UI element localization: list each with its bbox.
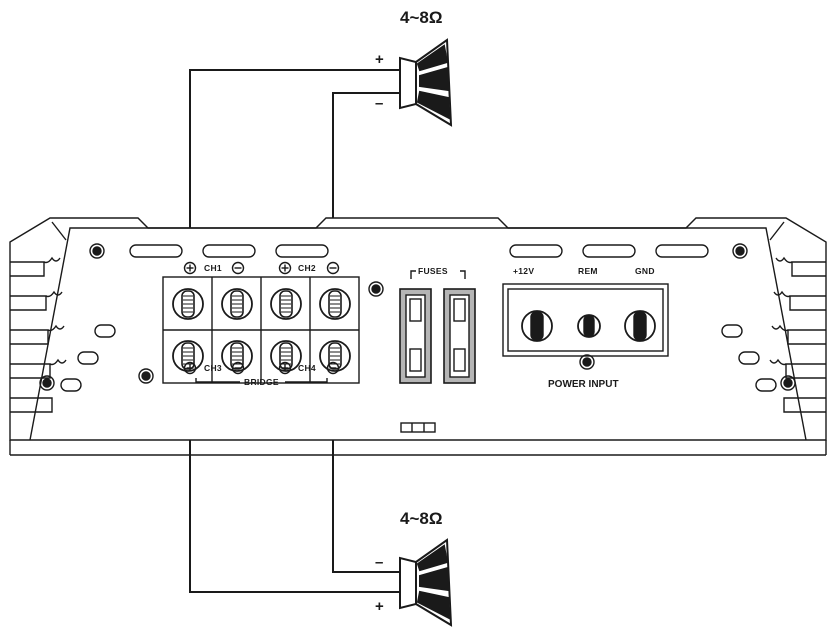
plus12v-label: +12V (513, 266, 534, 276)
speaker-top-impedance: 4~8Ω (400, 8, 442, 27)
rem-label: REM (578, 266, 598, 276)
bridge-bracket (195, 378, 328, 383)
heatsink-fins-right (769, 256, 826, 413)
screw-icon (39, 375, 55, 391)
terminal-screw-icon (172, 288, 204, 320)
bridge-label: BRIDGE (244, 377, 279, 387)
screw-icon (780, 375, 796, 391)
plus-terminal-icon (183, 261, 197, 275)
fuse-icon (443, 288, 476, 384)
gnd-label: GND (635, 266, 655, 276)
speaker-bottom-plus-label: + (375, 598, 384, 615)
ch4-label: CH4 (298, 363, 316, 373)
minus-terminal-icon (231, 261, 245, 275)
terminal-screw-icon (319, 288, 351, 320)
speaker-bottom-minus-label: – (375, 554, 383, 571)
minus-terminal-icon (326, 261, 340, 275)
speaker-top-minus-label: – (375, 95, 383, 112)
power-plus12v-screw-icon (521, 310, 553, 342)
ch3-label: CH3 (204, 363, 222, 373)
minus-terminal-icon (231, 361, 245, 375)
speaker-bottom-impedance: 4~8Ω (400, 509, 442, 528)
vent-slots (60, 244, 777, 392)
power-rem-screw-icon (577, 314, 601, 338)
speaker-bottom-icon (399, 538, 453, 627)
screw-icon (368, 281, 384, 297)
screw-icon (89, 243, 105, 259)
speaker-top-icon (399, 38, 453, 127)
screw-icon (579, 354, 595, 370)
fuses-label: FUSES (418, 266, 448, 276)
plus-terminal-icon (183, 361, 197, 375)
power-input-label: POWER INPUT (548, 379, 619, 390)
power-terminal-block (502, 283, 669, 357)
spare-fuse-icon (400, 422, 436, 433)
fuses-bracket (410, 270, 466, 279)
terminal-screw-icon (270, 288, 302, 320)
plus-terminal-icon (278, 261, 292, 275)
heatsink-fins-left (10, 256, 67, 413)
speaker-top-plus-label: + (375, 51, 384, 68)
power-gnd-screw-icon (624, 310, 656, 342)
speaker-terminal-block (162, 276, 360, 384)
minus-terminal-icon (326, 361, 340, 375)
ch1-label: CH1 (204, 263, 222, 273)
terminal-screw-icon (221, 288, 253, 320)
fuse-icon (399, 288, 432, 384)
plus-terminal-icon (278, 361, 292, 375)
ch2-label: CH2 (298, 263, 316, 273)
screw-icon (732, 243, 748, 259)
screw-icon (138, 368, 154, 384)
mounting-screws (39, 243, 796, 391)
